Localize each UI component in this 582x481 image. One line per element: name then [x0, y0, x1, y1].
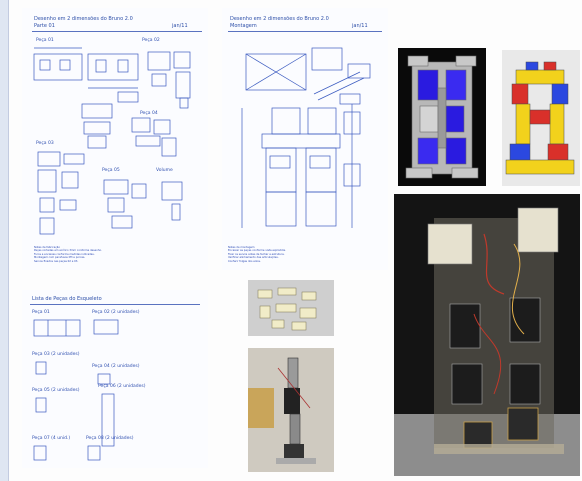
label-peca-04: Peça 04 — [140, 111, 158, 116]
render-3d-colored — [502, 50, 580, 186]
list-label-b: Peça 02 (2 unidades) — [92, 310, 140, 315]
list-label-h: Peça 08 (2 unidades) — [86, 436, 134, 441]
label-peca-03: Peça 03 — [36, 141, 54, 146]
sheet2-notes: Notas de montagem Encaixar as peças conf… — [228, 246, 286, 263]
drawing-sheet-assembly: Desenho em 2 dimensões do Bruno 2.0 Mont… — [222, 8, 388, 270]
list-label-a: Peça 01 — [32, 310, 50, 315]
assembly-drawing — [241, 47, 371, 228]
list-label-e: Peça 05 (2 unidades) — [32, 388, 80, 393]
label-peca-02: Peça 02 — [142, 38, 160, 43]
sheet1-title: Desenho em 2 dimensões do Bruno 2.0 — [34, 16, 133, 22]
render-3d-blue — [398, 48, 486, 186]
sheet2-date: jan/11 — [352, 23, 368, 29]
sheet3-rule — [30, 304, 200, 305]
photo-robot-torso — [394, 194, 580, 476]
sheet1-subtitle: Parte 01 — [34, 23, 55, 29]
label-peca-01: Peça 01 — [36, 38, 54, 43]
sheet2-subtitle: Montagem — [230, 23, 257, 29]
photo-leg-prototype — [248, 348, 334, 472]
part-drawings-sheet1 — [33, 47, 191, 235]
photo-acrylic-parts — [248, 280, 334, 336]
parts-list-sheet: Lista de Peças do Esqueleto Peça 01 Peça… — [22, 290, 208, 468]
sheet2-rule — [228, 31, 382, 32]
list-label-c: Peça 03 (2 unidades) — [32, 352, 80, 357]
drawing-sheet-parts: Desenho em 2 dimensões do Bruno 2.0 Part… — [22, 8, 208, 270]
list-label-g: Peça 07 (4 unid.) — [32, 436, 71, 441]
left-window-edge — [0, 0, 9, 481]
parts-list-drawings — [33, 319, 119, 461]
sheet3-title: Lista de Peças do Esqueleto — [32, 296, 102, 302]
sheet1-notes: Notas de fabricação Peças cortadas em ac… — [34, 246, 102, 263]
label-volume: Volume — [156, 168, 173, 173]
sheet2-title: Desenho em 2 dimensões do Bruno 2.0 — [230, 16, 329, 22]
sheet1-date: jan/11 — [172, 23, 188, 29]
label-peca-05: Peça 05 — [102, 168, 120, 173]
list-label-f: Peça 06 (2 unidades) — [98, 384, 146, 389]
list-label-d: Peça 04 (2 unidades) — [92, 364, 140, 369]
sheet1-rule — [32, 31, 202, 32]
